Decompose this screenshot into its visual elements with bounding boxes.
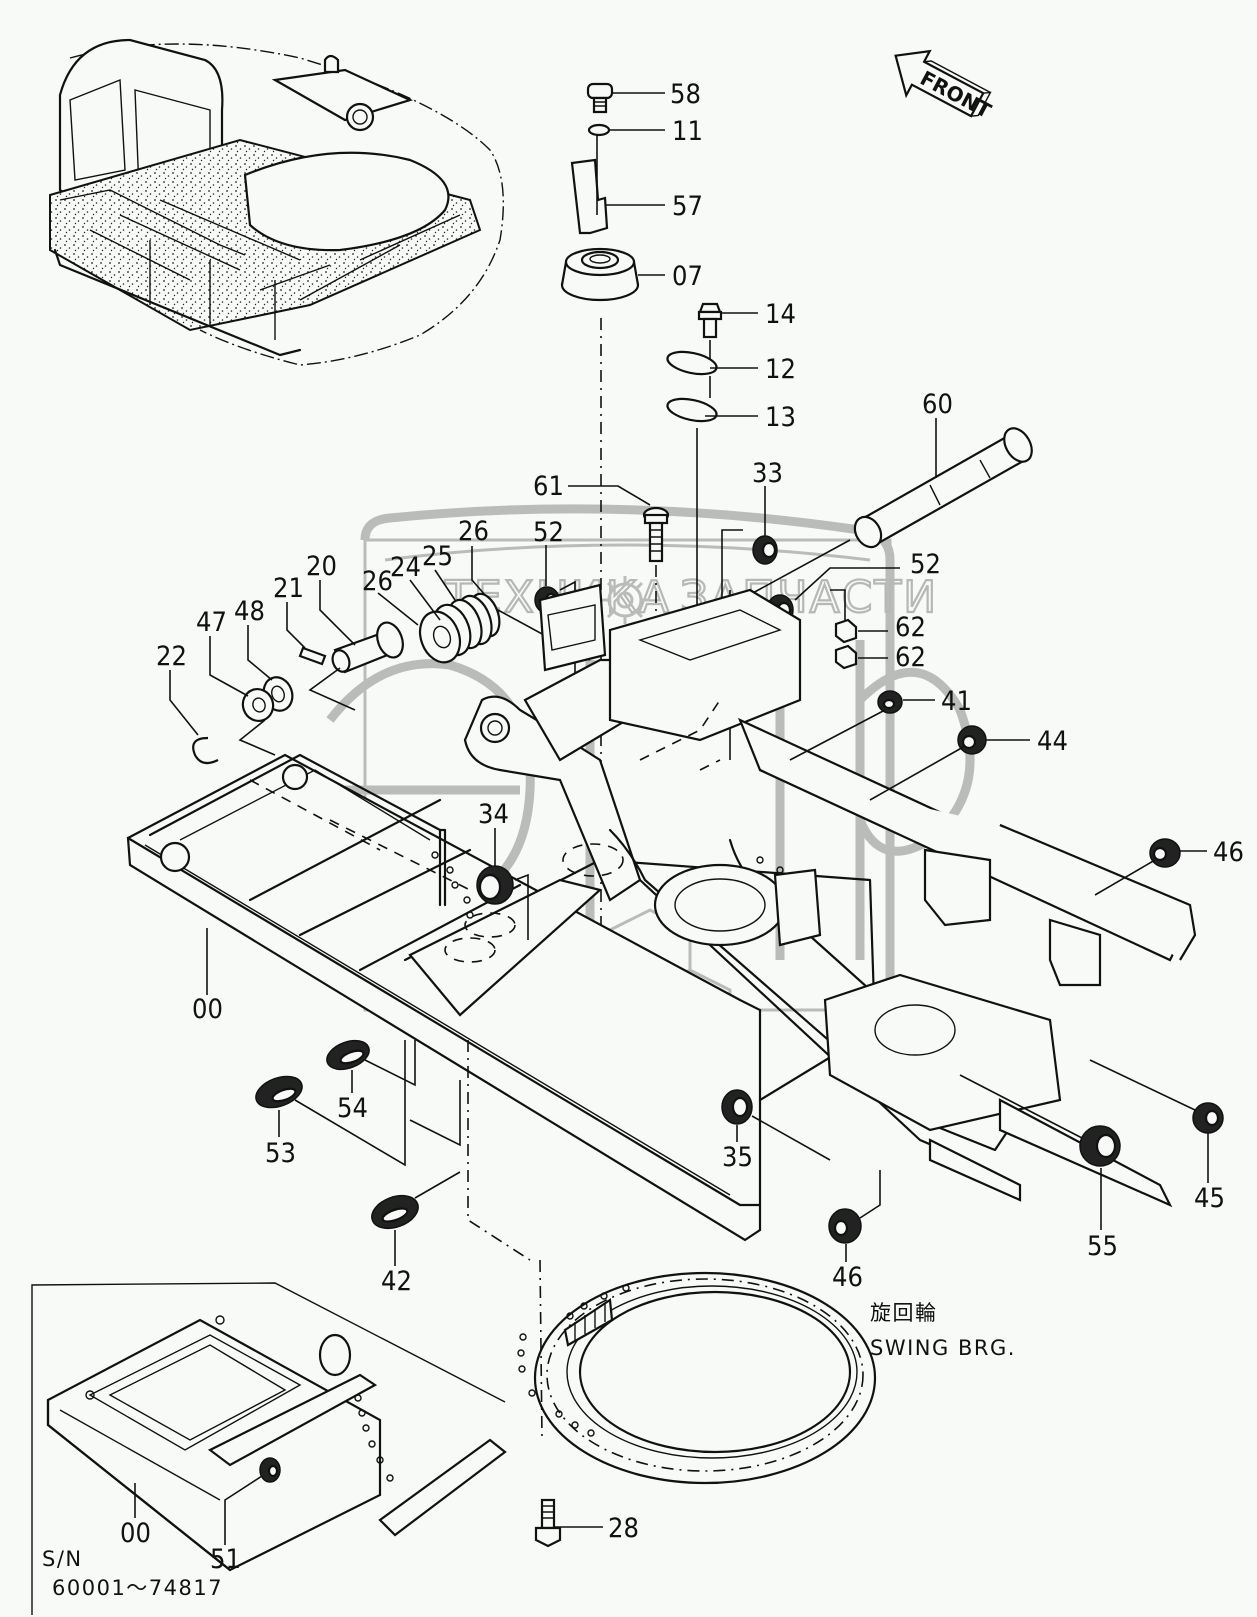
callout-51[interactable]: 51 bbox=[210, 1544, 241, 1575]
callout-61[interactable]: 61 bbox=[533, 471, 564, 502]
part-34-grommet[interactable] bbox=[476, 865, 514, 905]
inset-serial-variant bbox=[31, 1282, 507, 1615]
swing-bearing-label-jp: 旋回輪 bbox=[870, 1301, 938, 1325]
callout-62-upper[interactable]: 62 bbox=[895, 612, 926, 643]
gear-icon bbox=[601, 576, 649, 624]
callout-58[interactable]: 58 bbox=[670, 79, 701, 110]
callout-42[interactable]: 42 bbox=[381, 1266, 412, 1297]
callout-25[interactable]: 25 bbox=[422, 541, 453, 572]
callout-14[interactable]: 14 bbox=[765, 299, 796, 330]
callout-26-lower[interactable]: 26 bbox=[362, 566, 393, 597]
callout-13[interactable]: 13 bbox=[765, 402, 796, 433]
callout-24[interactable]: 24 bbox=[390, 552, 421, 583]
callout-48[interactable]: 48 bbox=[234, 596, 265, 627]
part-26-shim-b[interactable] bbox=[413, 606, 466, 668]
part-44-grommet[interactable] bbox=[957, 725, 987, 755]
callout-12[interactable]: 12 bbox=[765, 354, 796, 385]
callout-44[interactable]: 44 bbox=[1037, 726, 1068, 757]
part-35-grommet[interactable] bbox=[721, 1089, 753, 1125]
callout-00-main[interactable]: 00 bbox=[192, 994, 223, 1025]
callout-54[interactable]: 54 bbox=[337, 1093, 368, 1124]
excavator-overview-illustration bbox=[49, 38, 504, 366]
callout-41[interactable]: 41 bbox=[941, 686, 972, 717]
part-41-grommet[interactable] bbox=[877, 690, 903, 714]
part-22-snap-ring[interactable] bbox=[192, 736, 219, 765]
part-20-pin[interactable] bbox=[330, 619, 408, 674]
callout-46-right[interactable]: 46 bbox=[1213, 837, 1244, 868]
part-14-bolt[interactable] bbox=[697, 302, 723, 339]
part-swing-bearing[interactable] bbox=[517, 1271, 877, 1485]
callout-26-upper[interactable]: 26 bbox=[458, 516, 489, 547]
callout-22[interactable]: 22 bbox=[156, 641, 187, 672]
part-55-grommet[interactable] bbox=[1079, 1125, 1121, 1167]
part-58-bolt[interactable] bbox=[586, 82, 614, 114]
callout-46-bottom[interactable]: 46 bbox=[832, 1262, 863, 1293]
callout-00-inset[interactable]: 00 bbox=[120, 1518, 151, 1549]
part-60-pin[interactable] bbox=[850, 423, 1038, 551]
callout-34[interactable]: 34 bbox=[478, 799, 509, 830]
callout-52-left[interactable]: 52 bbox=[533, 517, 564, 548]
callout-28[interactable]: 28 bbox=[608, 1513, 639, 1544]
callout-57[interactable]: 57 bbox=[672, 191, 703, 222]
serial-number-label: S/N bbox=[42, 1547, 83, 1571]
part-07-cap[interactable] bbox=[560, 247, 640, 302]
part-62-nut-upper[interactable] bbox=[834, 618, 858, 644]
part-46-grommet-bottom[interactable] bbox=[828, 1208, 862, 1244]
part-28-bolt[interactable] bbox=[534, 1498, 562, 1548]
callout-62-lower[interactable]: 62 bbox=[895, 642, 926, 673]
callout-47[interactable]: 47 bbox=[196, 607, 227, 638]
swing-bearing-label-en: SWING BRG. bbox=[870, 1336, 1016, 1360]
callout-labels: 58 11 57 07 14 12 13 60 61 33 52 52 62 6… bbox=[120, 79, 1244, 1575]
callout-53[interactable]: 53 bbox=[265, 1138, 296, 1169]
part-46-grommet-right[interactable] bbox=[1149, 838, 1181, 868]
callout-52-right[interactable]: 52 bbox=[910, 549, 941, 580]
front-arrow-icon: FRONT bbox=[894, 49, 995, 123]
callout-20[interactable]: 20 bbox=[306, 551, 337, 582]
callout-07[interactable]: 07 bbox=[672, 261, 703, 292]
part-54-grommet[interactable] bbox=[323, 1035, 373, 1074]
callout-45[interactable]: 45 bbox=[1194, 1183, 1225, 1214]
part-33-nut[interactable] bbox=[752, 535, 778, 565]
callout-35[interactable]: 35 bbox=[722, 1142, 753, 1173]
part-13-shim[interactable] bbox=[665, 395, 718, 425]
part-62-nut-lower[interactable] bbox=[834, 644, 858, 670]
part-21-roll-pin[interactable] bbox=[298, 646, 327, 666]
callout-33[interactable]: 33 bbox=[752, 458, 783, 489]
part-11-washer[interactable] bbox=[587, 123, 611, 137]
callout-21[interactable]: 21 bbox=[273, 573, 304, 604]
part-45-grommet[interactable] bbox=[1192, 1102, 1224, 1134]
serial-number-range: 60001～74817 bbox=[52, 1576, 223, 1600]
callout-55[interactable]: 55 bbox=[1087, 1231, 1118, 1262]
part-57-bracket[interactable] bbox=[570, 158, 609, 235]
callout-11[interactable]: 11 bbox=[672, 116, 703, 147]
callout-60[interactable]: 60 bbox=[922, 389, 953, 420]
part-53-grommet[interactable] bbox=[252, 1071, 307, 1114]
part-47-washer[interactable] bbox=[238, 685, 277, 725]
part-61-bolt[interactable] bbox=[642, 506, 670, 563]
part-42-grommet[interactable] bbox=[367, 1190, 422, 1235]
